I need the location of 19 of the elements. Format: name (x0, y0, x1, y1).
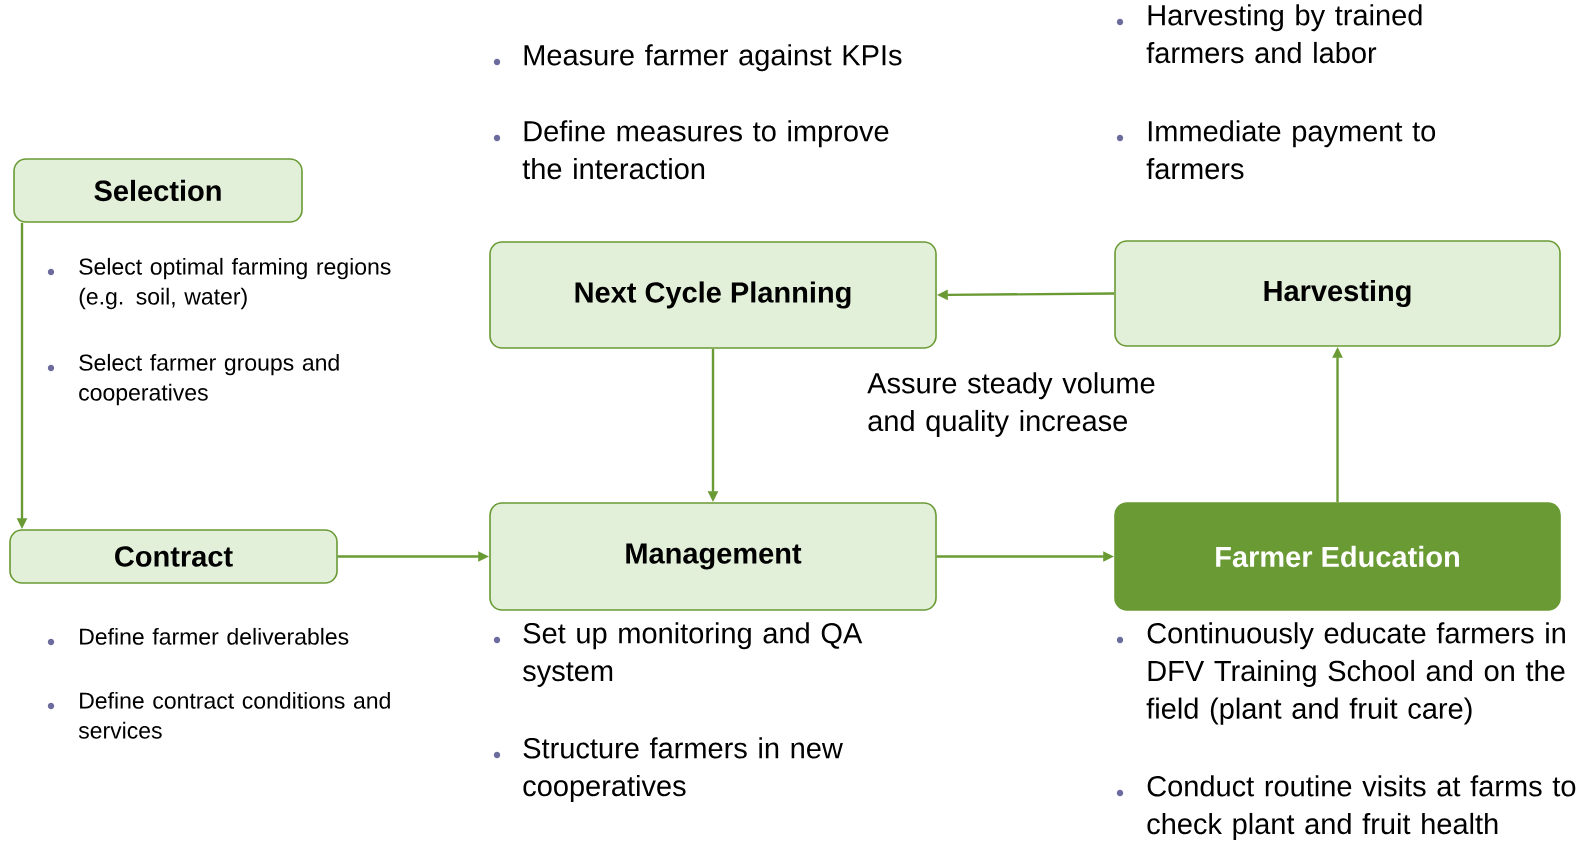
process-box: Harvesting (1114, 240, 1561, 347)
process-box: Contract (9, 529, 338, 584)
process-box: Selection (13, 158, 303, 223)
bullet-item: Harvesting by trained farmers and labor (1116, 4, 1422, 64)
note-text: Assure steady volume and quality increase (867, 372, 1155, 437)
bullet-item: Define farmer deliverables (47, 627, 349, 646)
bullet-item: Define measures to improve the interaction (493, 120, 889, 180)
bullet-item: Define contract conditions and services (47, 691, 390, 739)
process-box: Farmer Education (1114, 502, 1561, 611)
bullet-item: Set up monitoring and QA system (493, 622, 863, 687)
bullet-item: Continuously educate farmers in DFV Training School and on the field (plant and fruit care) (1116, 622, 1565, 725)
process-box: Management (489, 502, 937, 611)
bullet-item: Conduct routine visits at farms to check plant and fruit health (1116, 775, 1576, 840)
bullet-item: Structure farmers in new cooperatives (493, 737, 843, 802)
bullet-item: Select farmer groups and cooperatives (47, 353, 339, 406)
bullet-item: Select optimal farming regions (e.g. soil, water) (47, 257, 391, 310)
bullet-item: Measure farmer against KPIs (493, 44, 902, 72)
process-box: Next Cycle Planning (489, 241, 937, 349)
bullet-item: Immediate payment to farmers (1116, 120, 1436, 180)
